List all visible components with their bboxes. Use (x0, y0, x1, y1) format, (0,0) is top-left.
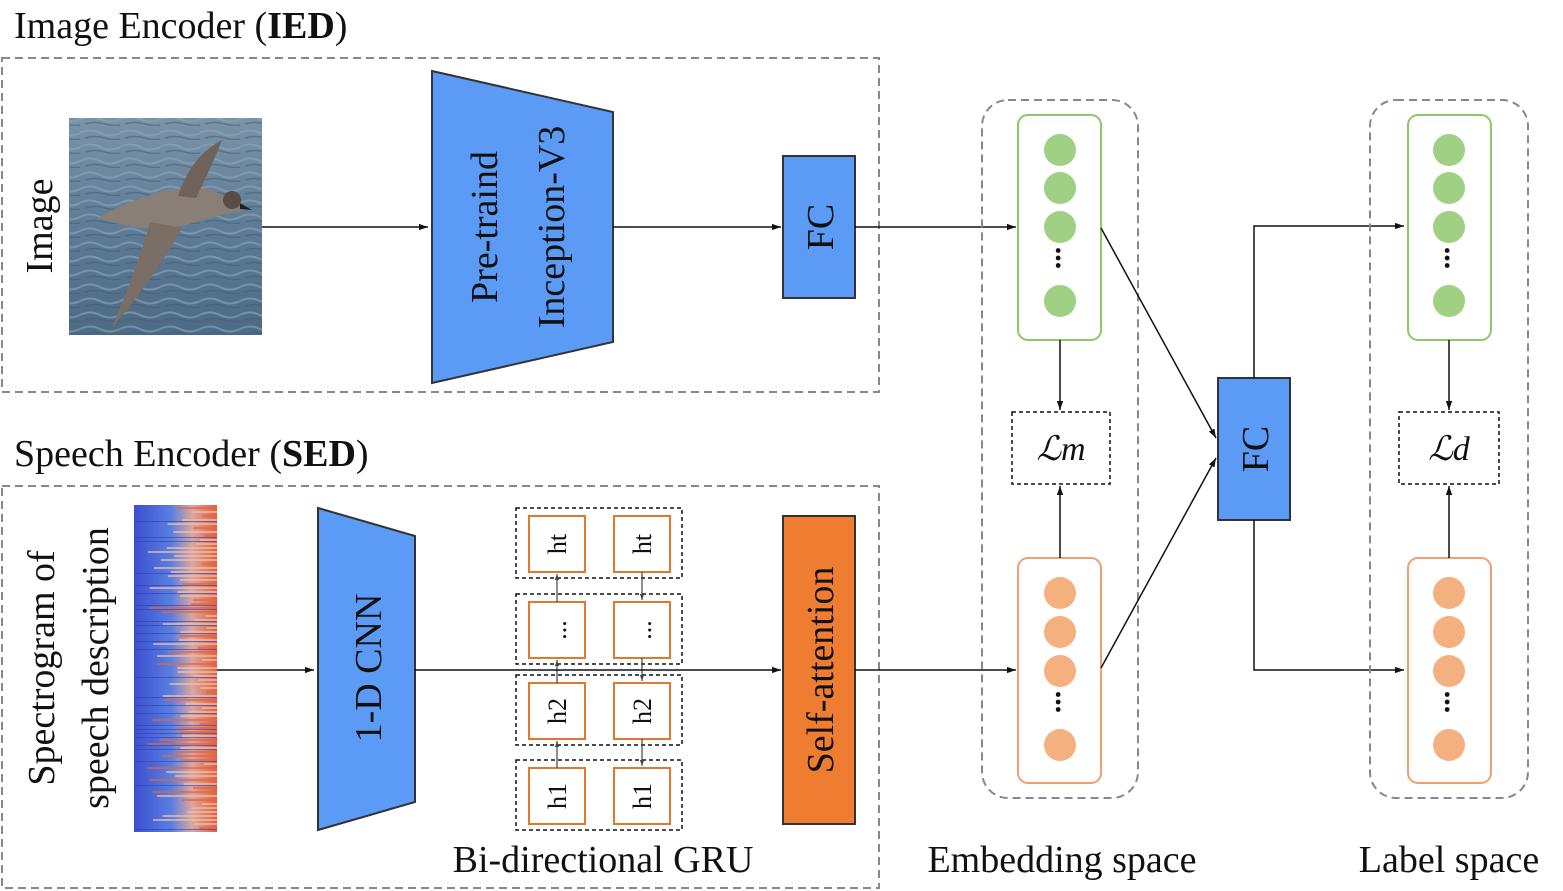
bi-gru-block: ht ht...... h2 h2 h1 h1 (515, 507, 683, 831)
label-space-box (1369, 99, 1529, 799)
gru-row-frame (515, 593, 683, 665)
shared-fc-label: FC (1235, 426, 1277, 472)
gru-cell-label: ... (543, 620, 572, 640)
gru-cell-label: ... (628, 620, 657, 640)
arrow-fc-to-speech-label (1253, 520, 1404, 674)
embedding-speech-node (1044, 655, 1076, 687)
gru-cell (613, 767, 671, 825)
embedding-speech-node (1044, 616, 1076, 648)
embedding-image-node (1044, 172, 1076, 204)
embedding-space-caption: Embedding space (927, 839, 1196, 881)
gru-cell-label: h1 (543, 783, 572, 809)
image-fc-label: FC (800, 204, 842, 250)
spectrogram-label-line2: speech description (75, 527, 117, 809)
label-image-node (1433, 134, 1465, 166)
label-speech-node (1433, 577, 1465, 609)
inception-v3-block (431, 69, 614, 385)
spectrogram-label-line1: Spectrogram of (21, 550, 63, 786)
image-label-ellipsis: ... (1438, 247, 1471, 270)
arrow-image-emb-to-fc (1100, 227, 1217, 439)
gru-cell-label: h2 (628, 698, 657, 724)
loss-d-label: ℒd (1428, 431, 1470, 468)
self-attention-label: Self-attention (800, 567, 842, 774)
label-space-caption: Label space (1359, 839, 1539, 881)
image-input-label: Image (19, 179, 61, 274)
gru-cell-label: ht (628, 533, 657, 554)
gru-row-frame (515, 507, 683, 579)
loss-m-box (1011, 411, 1111, 485)
label-image-node (1433, 285, 1465, 317)
cnn-1d-label: 1-D CNN (348, 594, 390, 743)
embedding-speech-node (1044, 729, 1076, 761)
gru-cell (528, 682, 586, 740)
image-embedding-ellipsis: ... (1049, 247, 1082, 270)
loss-m-label: ℒm (1036, 431, 1085, 468)
label-image-node (1433, 211, 1465, 243)
embedding-image-node (1044, 285, 1076, 317)
self-attention-block (782, 515, 856, 825)
gru-cell-label: h2 (543, 698, 572, 724)
embedding-space-box (981, 99, 1139, 799)
embedding-speech-node (1044, 577, 1076, 609)
gru-cell (613, 601, 671, 659)
gru-cell-label: ht (543, 533, 572, 554)
gru-cell (528, 515, 586, 573)
arrow-speech-emb-to-fc (1100, 457, 1217, 669)
label-image-node (1433, 172, 1465, 204)
speech-embedding-ellipsis: ... (1049, 691, 1082, 714)
speech-encoder-box (1, 485, 880, 889)
image-encoder-title: Image Encoder (IED) (14, 5, 347, 47)
gru-cell (613, 682, 671, 740)
embedding-image-node (1044, 134, 1076, 166)
loss-d-box (1398, 411, 1500, 485)
gru-row-frame (515, 759, 683, 831)
label-speech-node (1433, 616, 1465, 648)
spectrogram-image (134, 505, 217, 832)
cnn-1d-block (317, 506, 416, 832)
inception-label-line2: Inception-V3 (531, 126, 573, 329)
gru-caption: Bi-directional GRU (453, 839, 754, 881)
bird-image (69, 118, 262, 335)
image-encoder-box (1, 57, 880, 393)
shared-fc-block (1217, 377, 1291, 521)
gru-row-frame (515, 674, 683, 746)
embedding-image-node (1044, 211, 1076, 243)
speech-label-ellipsis: ... (1438, 691, 1471, 714)
label-speech-node (1433, 729, 1465, 761)
label-speech-node (1433, 655, 1465, 687)
speech-encoder-title: Speech Encoder (SED) (14, 433, 369, 475)
arrow-fc-to-image-label (1253, 222, 1404, 378)
inception-label-line1: Pre-traind (464, 151, 506, 303)
gru-cell-label: h1 (628, 783, 657, 809)
